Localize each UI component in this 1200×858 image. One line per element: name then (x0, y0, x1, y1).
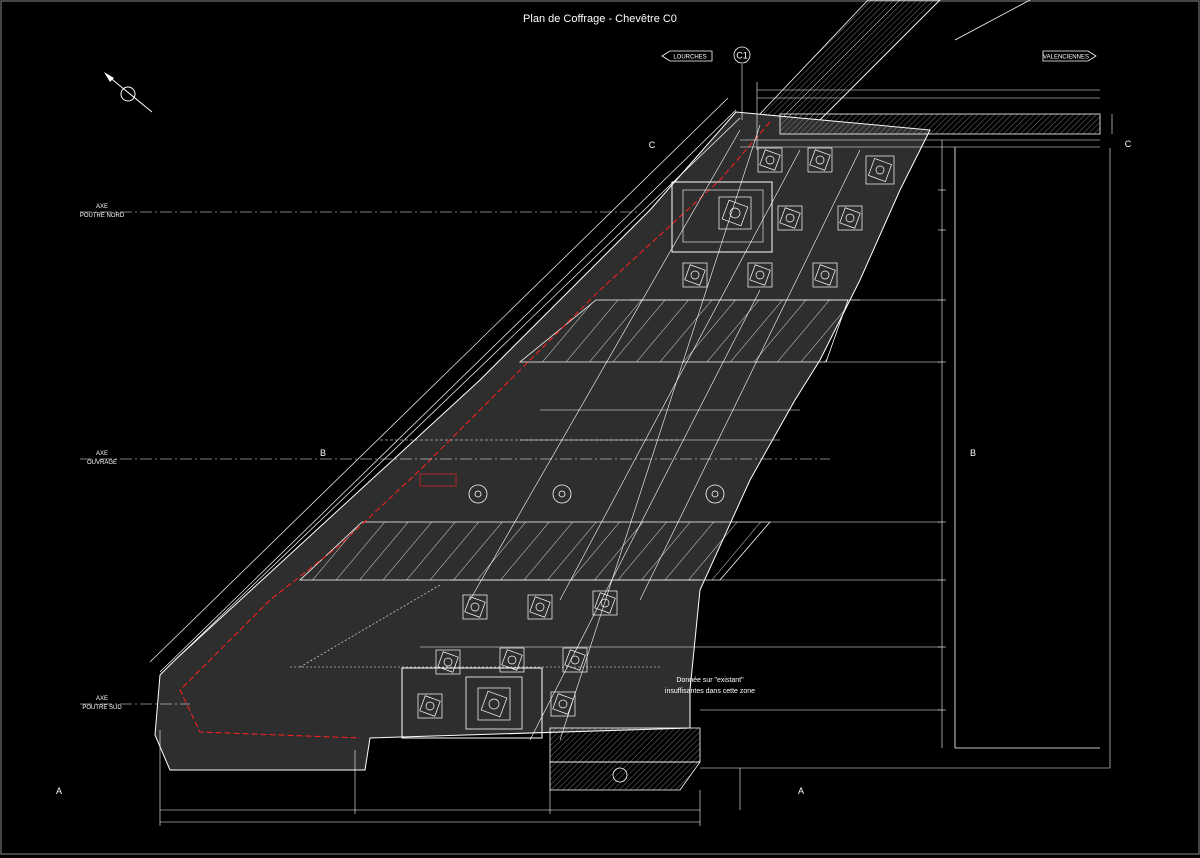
axis-label-poutre-sud: AXE POUTRE SUD (82, 696, 122, 711)
red-annotation-box (419, 473, 457, 487)
dimension-chain-right (938, 114, 1113, 768)
svg-text:insuffisantes dans cette zone: insuffisantes dans cette zone (665, 688, 755, 695)
svg-text:POUTRE NORD: POUTRE NORD (80, 213, 125, 219)
existing-beam-bottom (549, 727, 701, 791)
axis-label-ouvrage: AXE OUVRAGE (87, 451, 117, 466)
existing-beam-right (740, 113, 1101, 749)
gridline-a-right: A (798, 786, 804, 796)
anchor-symbols (417, 147, 895, 721)
drawing-title: Plan de Coffrage - Chevêtre C0 (523, 13, 677, 25)
bearing-box-upper (671, 181, 773, 253)
axis-label-poutre-nord: AXE POUTRE NORD (80, 204, 125, 219)
void-circles (468, 484, 725, 504)
bearing-box-lower (401, 667, 543, 739)
construction-lines (290, 124, 861, 741)
svg-text:LOURCHES: LOURCHES (673, 55, 706, 61)
extension-lines-right (700, 299, 1110, 769)
gridline-a-left: A (56, 786, 62, 796)
chevetre-slab (154, 111, 931, 771)
gridline-c-right: C (1125, 139, 1132, 149)
svg-text:AXE: AXE (96, 696, 108, 702)
existing-data-note: Donnée sur "existant" insuffisantes dans… (665, 677, 755, 695)
gridline-b-right: B (970, 448, 976, 458)
gridline-c-left: C (649, 140, 656, 150)
svg-text:AXE: AXE (96, 451, 108, 457)
svg-text:OUVRAGE: OUVRAGE (87, 460, 117, 466)
north-arrow-icon (104, 72, 153, 113)
axis-lines (80, 211, 830, 705)
svg-text:Donnée sur "existant": Donnée sur "existant" (676, 677, 744, 684)
skew-dimension-lines (149, 97, 741, 673)
direction-lourches: LOURCHES (661, 50, 713, 62)
gridline-c1-marker: C1 (733, 46, 751, 64)
hatched-band-lower (298, 521, 771, 581)
direction-valenciennes: VALENCIENNES (1042, 50, 1097, 62)
svg-text:VALENCIENNES: VALENCIENNES (1043, 55, 1089, 61)
red-axis-line (179, 121, 771, 739)
svg-text:POUTRE SUD: POUTRE SUD (82, 705, 122, 711)
svg-text:AXE: AXE (96, 204, 108, 210)
gridline-b-left: B (320, 448, 326, 458)
dimension-lines-top (741, 64, 1100, 150)
dimension-lines-bottom (159, 730, 741, 826)
svg-text:C1: C1 (736, 51, 748, 61)
